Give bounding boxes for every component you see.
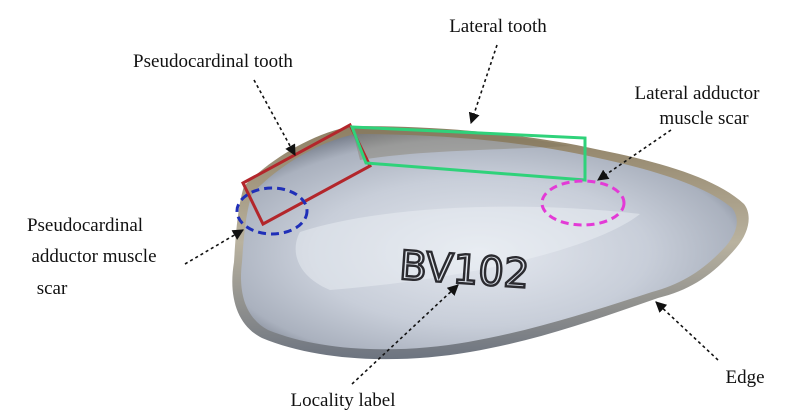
pseudocardinal-adductor-label-line3: scar bbox=[37, 278, 68, 299]
specimen-label: BV102 bbox=[398, 243, 531, 298]
pseudocardinal-adductor-label-line1: Pseudocardinal bbox=[27, 215, 143, 236]
pseudocardinal-tooth-arrow bbox=[254, 80, 295, 155]
pseudocardinal-adductor-label-line2: adductor muscle bbox=[31, 246, 156, 267]
lateral-tooth-label: Lateral tooth bbox=[449, 16, 547, 37]
locality-label-text: Locality label bbox=[291, 390, 396, 411]
edge-arrow bbox=[656, 302, 718, 360]
lateral-adductor-label-line2: muscle scar bbox=[659, 108, 749, 129]
pseudocardinal-tooth-label: Pseudocardinal tooth bbox=[133, 51, 293, 72]
lateral-tooth-arrow bbox=[471, 45, 497, 123]
mussel-shell bbox=[232, 126, 748, 359]
edge-label: Edge bbox=[725, 367, 764, 388]
lateral-adductor-label-line1: Lateral adductor bbox=[634, 83, 760, 104]
